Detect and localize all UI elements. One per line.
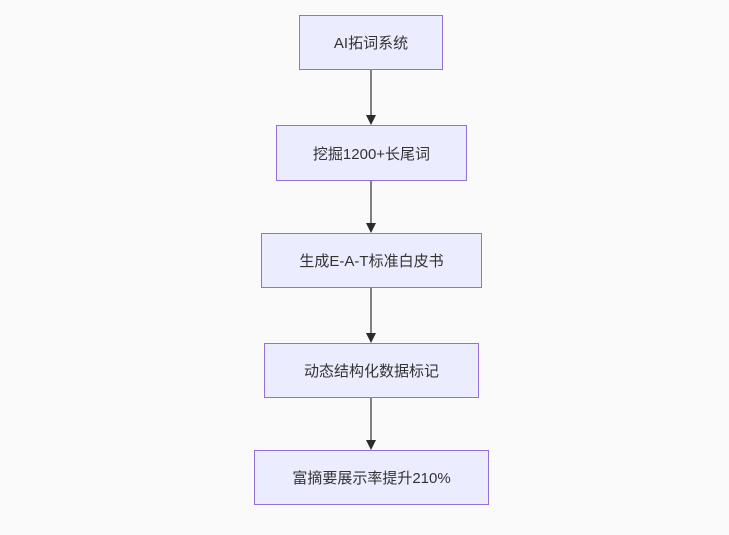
edge-line-3: [370, 288, 372, 334]
flowchart-node-rich-snippet-uplift: 富摘要展示率提升210%: [254, 450, 489, 505]
arrowhead-down-icon: [366, 333, 376, 343]
node-label: 生成E-A-T标准白皮书: [299, 253, 444, 270]
flowchart-node-ai-word-expansion: AI拓词系统: [299, 15, 443, 70]
flowchart-node-eat-whitepaper: 生成E-A-T标准白皮书: [261, 233, 482, 288]
arrowhead-down-icon: [366, 115, 376, 125]
node-label: 富摘要展示率提升210%: [292, 470, 451, 487]
edge-line-1: [370, 70, 372, 116]
arrowhead-down-icon: [366, 440, 376, 450]
node-label: 挖掘1200+长尾词: [312, 145, 431, 163]
edge-line-4: [370, 398, 372, 441]
node-label: AI拓词系统: [333, 35, 409, 52]
edge-line-2: [370, 181, 372, 224]
flowchart-node-structured-data-markup: 动态结构化数据标记: [264, 343, 479, 398]
flowchart-node-longtail-mining: 挖掘1200+长尾词: [276, 125, 467, 181]
arrowhead-down-icon: [366, 223, 376, 233]
node-label: 动态结构化数据标记: [303, 363, 439, 380]
